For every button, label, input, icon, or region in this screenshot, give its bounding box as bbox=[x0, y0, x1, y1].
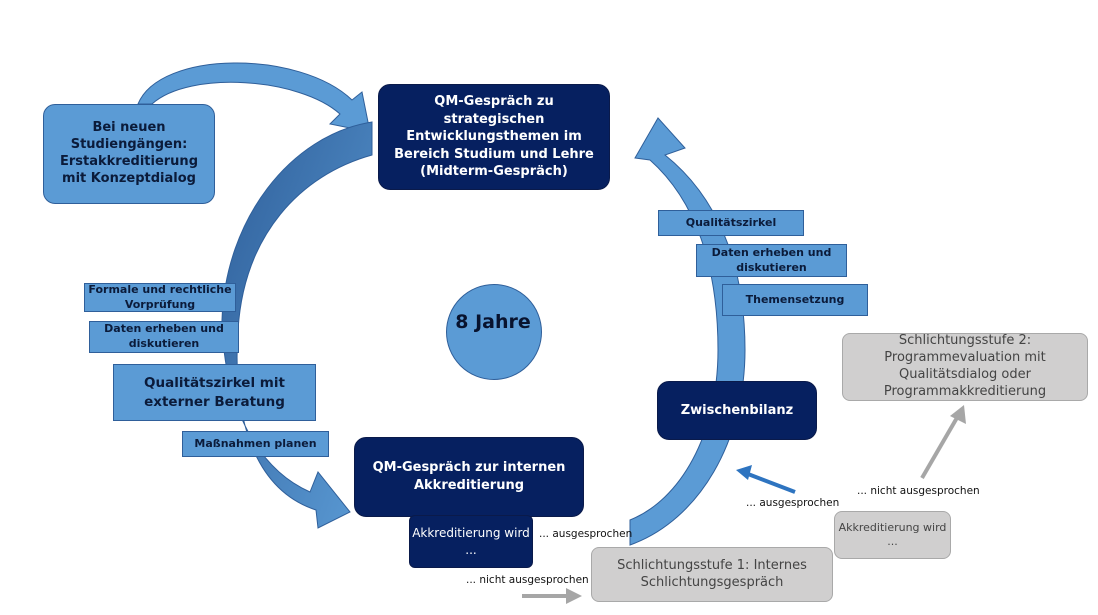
center-label: 8 Jahre bbox=[455, 311, 531, 333]
step-vorpruefung: Formale und rechtliche Vorprüfung bbox=[84, 283, 236, 312]
step-themensetzung: Themensetzung bbox=[722, 284, 868, 316]
step-daten-erheben-left: Daten erheben und diskutieren bbox=[89, 321, 239, 353]
box-akkreditierung-wird-grau: Akkreditierung wird ... bbox=[834, 511, 951, 559]
arrow-right-cycle bbox=[629, 117, 746, 546]
center-circle bbox=[446, 284, 542, 380]
box-interne-akkreditierung: QM-Gespräch zur internen Akkreditierung bbox=[354, 437, 584, 517]
step-massnahmen-planen: Maßnahmen planen bbox=[182, 431, 329, 457]
step-daten-erheben-right: Daten erheben und diskutieren bbox=[696, 244, 847, 277]
box-akkreditierung-wird: Akkreditierung wird ... bbox=[409, 515, 533, 568]
label-nicht-ausgesprochen-2: ... nicht ausgesprochen bbox=[857, 485, 980, 497]
arrow-left-cycle bbox=[221, 121, 373, 529]
step-qualitaetszirkel-right: Qualitätszirkel bbox=[658, 210, 804, 236]
label-ausgesprochen-1: ... ausgesprochen bbox=[539, 528, 633, 540]
arrow-to-midterm bbox=[137, 62, 371, 133]
box-schlichtungsstufe-1: Schlichtungsstufe 1: Internes Schlichtun… bbox=[591, 547, 833, 602]
arrow-nicht-ausgesprochen-2 bbox=[920, 414, 960, 480]
box-zwischenbilanz: Zwischenbilanz bbox=[657, 381, 817, 440]
box-neue-studiengaenge: Bei neuen Studiengängen: Erstakkreditier… bbox=[43, 104, 215, 204]
label-nicht-ausgesprochen-1: ... nicht ausgesprochen bbox=[466, 574, 589, 586]
step-qualitaetszirkel-beratung: Qualitätszirkel mit externer Beratung bbox=[113, 364, 316, 421]
arrow-ausgesprochen bbox=[747, 472, 796, 494]
label-ausgesprochen-2: ... ausgesprochen bbox=[746, 497, 840, 509]
box-midterm-gespraech: QM-Gespräch zu strategischen Entwicklung… bbox=[378, 84, 610, 190]
box-schlichtungsstufe-2: Schlichtungsstufe 2: Programmevaluation … bbox=[842, 333, 1088, 401]
